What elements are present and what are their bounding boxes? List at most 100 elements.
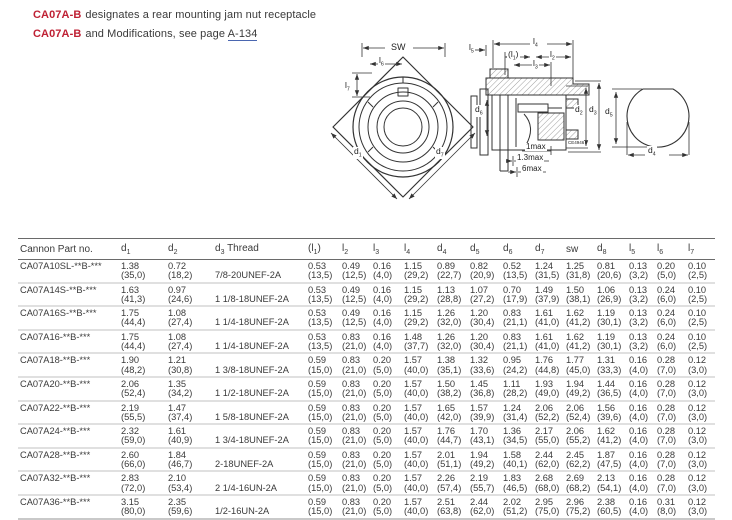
end-view-dimensions bbox=[612, 88, 690, 158]
cell-l1: 0.53(13,5) bbox=[306, 306, 340, 331]
cell-d2: 2.35(59,6) bbox=[166, 494, 213, 520]
cell-l6: 0.28(7,0) bbox=[655, 376, 686, 402]
cell-l1: 0.53(13,5) bbox=[306, 282, 340, 308]
cell-d8: 1.19(30,1) bbox=[595, 329, 627, 355]
cell-l1: 0.59(15,0) bbox=[306, 353, 340, 378]
cell-d1: 2.06(52,4) bbox=[119, 376, 166, 402]
column-header: l6 bbox=[655, 238, 686, 260]
cell-l1: 0.59(15,0) bbox=[306, 447, 340, 473]
cell-l5: 0.16(4,0) bbox=[627, 353, 655, 378]
cell-part-number: CA07A36-**B-*** bbox=[18, 494, 119, 520]
cell-d8: 1.56(39,6) bbox=[595, 400, 627, 426]
table-row: CA07A20-**B-***2.06(52,4)1.35(34,2)1 1/2… bbox=[18, 376, 715, 402]
cell-d6: 1.24(31,4) bbox=[501, 400, 533, 426]
cell-thread: 7/8-20UNEF-2A bbox=[213, 259, 306, 284]
cell-d5: 1.94(49,2) bbox=[468, 447, 501, 473]
cell-sw: 2.96(75,2) bbox=[564, 494, 595, 520]
cell-l4: 1.57(40,0) bbox=[402, 447, 435, 473]
table-row: CA07A18-**B-***1.90(48,2)1.21(30,8)1 3/8… bbox=[18, 353, 715, 378]
cell-l5: 0.16(4,0) bbox=[627, 424, 655, 449]
cell-sw: 2.06(55,2) bbox=[564, 424, 595, 449]
dim-label: d3 bbox=[588, 104, 598, 117]
cell-d2: 1.35(34,2) bbox=[166, 376, 213, 402]
cell-d7: 1.61(41,0) bbox=[533, 329, 564, 355]
page-link-a134[interactable]: A-134 bbox=[227, 28, 258, 41]
cell-sw: 2.69(68,2) bbox=[564, 471, 595, 496]
cell-d7: 2.95(75,0) bbox=[533, 494, 564, 520]
cell-part-number: CA07A16S-**B-*** bbox=[18, 306, 119, 331]
cell-d8: 2.13(54,1) bbox=[595, 471, 627, 496]
cell-d2: 1.08(27,4) bbox=[166, 306, 213, 331]
table-body: CA07A10SL-**B-***1.38(35,0)0.72(18,2)7/8… bbox=[18, 259, 715, 520]
cell-l1: 0.53(13,5) bbox=[306, 329, 340, 355]
cell-l6: 0.24(6,0) bbox=[655, 282, 686, 308]
cell-d1: 2.83(72,0) bbox=[119, 471, 166, 496]
cell-sw: 1.77(45,0) bbox=[564, 353, 595, 378]
column-header: d6 bbox=[501, 238, 533, 260]
cell-l1: 0.59(15,0) bbox=[306, 424, 340, 449]
cell-part-number: CA07A18-**B-*** bbox=[18, 353, 119, 378]
cell-thread: 2-18UNEF-2A bbox=[213, 447, 306, 473]
dim-label: d1 bbox=[353, 146, 363, 159]
intro-text-2: and Modifications, see page bbox=[85, 28, 226, 40]
cell-d2: 0.97(24,6) bbox=[166, 282, 213, 308]
cell-sw: 1.94(49,2) bbox=[564, 376, 595, 402]
cell-thread: 1/2-16UN-2A bbox=[213, 494, 306, 520]
cell-d4: 1.50(38,2) bbox=[435, 376, 468, 402]
cell-d2: 1.84(46,7) bbox=[166, 447, 213, 473]
cell-l2: 0.83(21,0) bbox=[340, 494, 371, 520]
cell-d8: 1.06(26,9) bbox=[595, 282, 627, 308]
cell-d8: 1.62(41,2) bbox=[595, 424, 627, 449]
cell-d4: 0.89(22,7) bbox=[435, 259, 468, 284]
cell-sw: 1.62(41,2) bbox=[564, 306, 595, 331]
cell-d1: 1.38(35,0) bbox=[119, 259, 166, 284]
cell-l4: 1.57(40,0) bbox=[402, 376, 435, 402]
cell-d6: 1.11(28,2) bbox=[501, 376, 533, 402]
cell-l1: 0.53(13,5) bbox=[306, 259, 340, 284]
dim-label: d7 bbox=[435, 146, 445, 159]
cell-d4: 1.76(44,7) bbox=[435, 424, 468, 449]
column-header: d5 bbox=[468, 238, 501, 260]
cell-sw: 2.06(52,4) bbox=[564, 400, 595, 426]
cell-d4: 1.38(35,1) bbox=[435, 353, 468, 378]
cell-l2: 0.49(12,5) bbox=[340, 282, 371, 308]
cell-d6: 0.95(24,2) bbox=[501, 353, 533, 378]
dim-label: l4 bbox=[532, 36, 539, 49]
cell-l7: 0.12(3,0) bbox=[686, 424, 715, 449]
cell-l7: 0.12(3,0) bbox=[686, 376, 715, 402]
cell-part-number: CA07A16-**B-*** bbox=[18, 329, 119, 355]
cell-l3: 0.16(4,0) bbox=[371, 282, 402, 308]
cell-l7: 0.10(2,5) bbox=[686, 282, 715, 308]
cell-d5: 1.20(30,4) bbox=[468, 329, 501, 355]
column-header: l5 bbox=[627, 238, 655, 260]
table-row: CA07A14S-**B-***1.63(41,3)0.97(24,6)1 1/… bbox=[18, 282, 715, 308]
cell-d7: 1.76(44,8) bbox=[533, 353, 564, 378]
dim-label: 1.3max bbox=[516, 153, 545, 162]
front-view bbox=[332, 56, 474, 198]
cell-d2: 2.10(53,4) bbox=[166, 471, 213, 496]
column-header: (l1) bbox=[306, 238, 340, 260]
cell-d6: 1.83(46,5) bbox=[501, 471, 533, 496]
cell-d1: 2.19(55,5) bbox=[119, 400, 166, 426]
table-row: CA07A16S-**B-***1.75(44,4)1.08(27,4)1 1/… bbox=[18, 306, 715, 331]
cell-d1: 1.63(41,3) bbox=[119, 282, 166, 308]
cell-d1: 1.75(44,4) bbox=[119, 329, 166, 355]
cell-l4: 1.15(29,2) bbox=[402, 259, 435, 284]
table-row: CA07A22-**B-***2.19(55,5)1.47(37,4)1 5/8… bbox=[18, 400, 715, 426]
cell-d6: 2.02(51,2) bbox=[501, 494, 533, 520]
cell-l3: 0.20(5,0) bbox=[371, 424, 402, 449]
dim-label: l3 bbox=[532, 58, 539, 71]
cell-l4: 1.15(29,2) bbox=[402, 306, 435, 331]
cell-d2: 1.21(30,8) bbox=[166, 353, 213, 378]
cell-l3: 0.16(4,0) bbox=[371, 329, 402, 355]
cell-l6: 0.28(7,0) bbox=[655, 447, 686, 473]
cell-d8: 1.44(36,5) bbox=[595, 376, 627, 402]
cell-l4: 1.48(37,7) bbox=[402, 329, 435, 355]
cell-part-number: CA07A24-**B-*** bbox=[18, 424, 119, 449]
front-view-dimensions bbox=[330, 43, 476, 200]
cell-l6: 0.28(7,0) bbox=[655, 400, 686, 426]
column-header: d7 bbox=[533, 238, 564, 260]
cell-l3: 0.20(5,0) bbox=[371, 400, 402, 426]
cell-d2: 1.61(40,9) bbox=[166, 424, 213, 449]
